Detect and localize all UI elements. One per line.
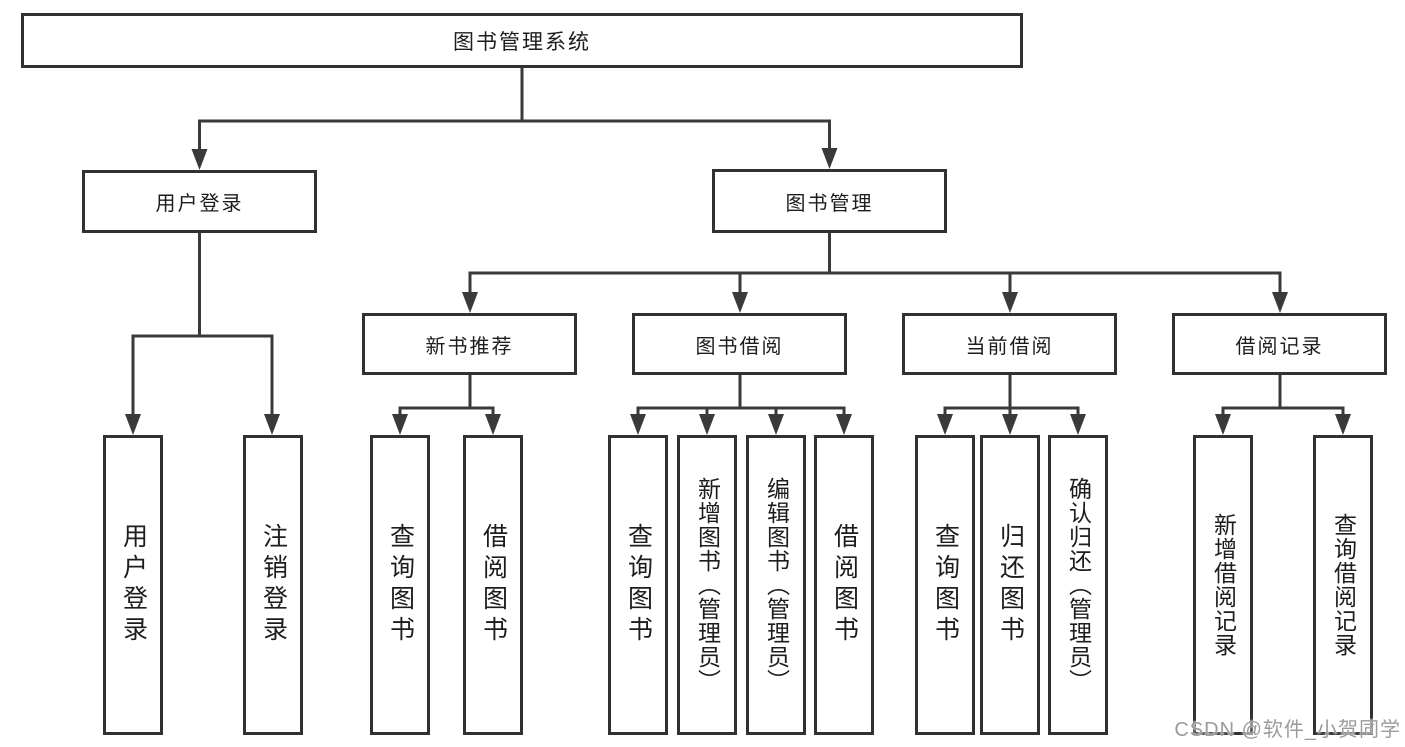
leaf-edit-books-admin: 编辑图书（管理员） — [746, 435, 806, 735]
leaf-borrow-books-recommend: 借阅图书 — [463, 435, 523, 735]
leaf-query-borrow-record: 查询借阅记录 — [1313, 435, 1373, 735]
leaf-confirm-return-admin: 确认归还（管理员） — [1048, 435, 1108, 735]
node-new-book-recommendation: 新书推荐 — [362, 313, 577, 375]
node-book-management: 图书管理 — [712, 169, 947, 233]
leaf-query-books-recommend: 查询图书 — [370, 435, 430, 735]
node-book-borrowing: 图书借阅 — [632, 313, 847, 375]
leaf-logout: 注销登录 — [243, 435, 303, 735]
node-user-login: 用户登录 — [82, 170, 317, 233]
leaf-return-books: 归还图书 — [980, 435, 1040, 735]
leaf-borrow-books: 借阅图书 — [814, 435, 874, 735]
leaf-query-books-current: 查询图书 — [915, 435, 975, 735]
node-current-borrowing: 当前借阅 — [902, 313, 1117, 375]
leaf-add-borrow-record: 新增借阅记录 — [1193, 435, 1253, 735]
leaf-add-books-admin: 新增图书（管理员） — [677, 435, 737, 735]
node-book-management-system: 图书管理系统 — [21, 13, 1023, 68]
leaf-user-login: 用户登录 — [103, 435, 163, 735]
node-borrowing-records: 借阅记录 — [1172, 313, 1387, 375]
leaf-query-books-borrow: 查询图书 — [608, 435, 668, 735]
csdn-watermark: CSDN @软件_小贺同学 — [1174, 719, 1401, 741]
